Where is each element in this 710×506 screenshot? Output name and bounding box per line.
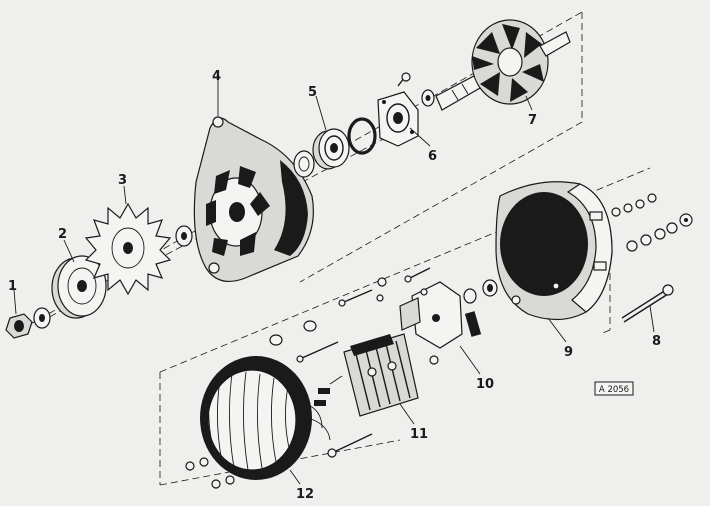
part-9-slip-ring-housing (495, 181, 613, 321)
label-part-6: 6 (428, 149, 437, 164)
stator-bolt (296, 341, 339, 363)
insulating-bushes (429, 279, 498, 365)
label-part-11: 11 (410, 427, 428, 442)
part-6-retainer-plate (377, 91, 419, 147)
reference-code: A 2056 (599, 385, 629, 395)
spacer-ring (175, 225, 193, 247)
heat-sink-fins (355, 340, 411, 411)
seal-ring (293, 150, 315, 178)
part-3-fan (84, 202, 172, 296)
label-part-5: 5 (308, 85, 317, 100)
label-part-1: 1 (8, 279, 17, 294)
terminal-washers (269, 320, 317, 346)
part-2-pulley (51, 255, 107, 319)
terminal-nuts-lower (626, 213, 693, 252)
o-ring (347, 117, 377, 155)
label-part-10: 10 (476, 377, 494, 392)
rectifier-bolt (327, 433, 373, 458)
holder-screws (338, 267, 431, 307)
part-10-brush-holder (399, 281, 482, 349)
part-labels: 1 2 3 4 5 6 7 8 9 10 11 12 (8, 69, 661, 502)
reference-code-box: A 2056 (594, 381, 634, 396)
stator-windings (208, 371, 291, 471)
part-4-drive-end-housing (193, 116, 314, 283)
label-part-7: 7 (528, 113, 537, 128)
part-8-through-bolt (621, 284, 674, 323)
label-part-3: 3 (118, 173, 127, 188)
terminal-brackets (314, 375, 343, 406)
label-part-9: 9 (564, 345, 573, 360)
label-part-12: 12 (296, 487, 314, 502)
label-part-4: 4 (212, 69, 221, 84)
part-12-stator (200, 356, 331, 480)
terminal-nuts-upper (611, 193, 657, 217)
spacer-washer (421, 89, 435, 107)
label-part-2: 2 (58, 227, 67, 242)
part-7-rotor (435, 19, 571, 111)
label-part-8: 8 (652, 334, 661, 349)
part-5-bearing (312, 128, 350, 170)
leader-lines (13, 80, 655, 485)
part-1-nut (5, 307, 51, 339)
stator-nuts (185, 457, 235, 489)
retainer-screw (397, 72, 411, 87)
part-11-rectifier (343, 333, 419, 417)
housing-vent-slots (206, 166, 270, 256)
